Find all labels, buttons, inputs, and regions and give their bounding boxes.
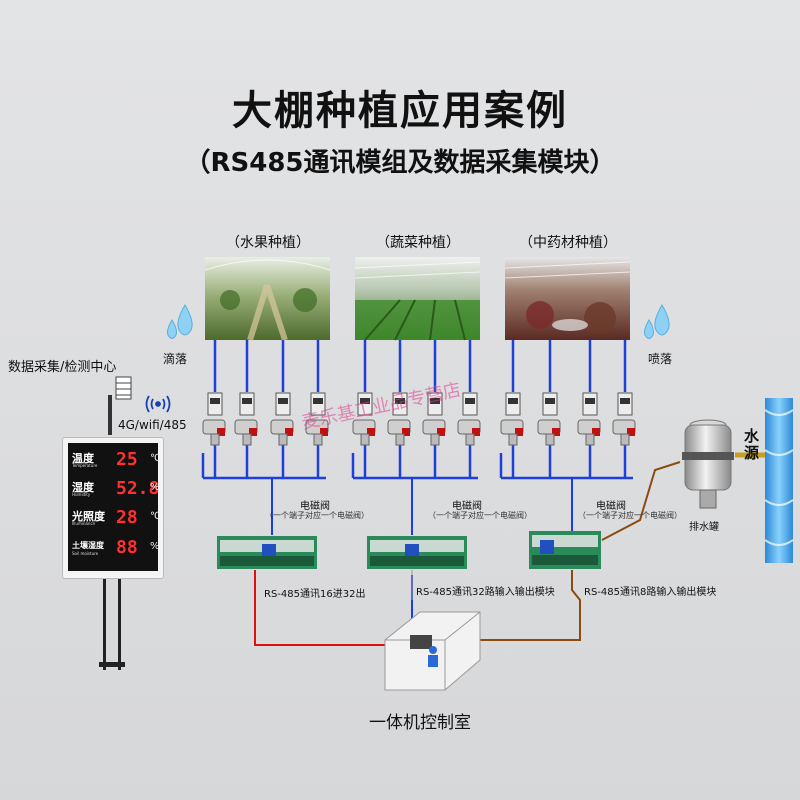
- display-row-unit: ℃: [150, 511, 162, 522]
- rs485-wire-red: [254, 570, 412, 646]
- solenoid-valve-icon: [577, 392, 601, 446]
- display-row-value: 25: [116, 449, 138, 470]
- rs485-wire-brown: [440, 461, 681, 641]
- io-module-16in-32out: [217, 536, 317, 569]
- solenoid-valve-icon: [387, 392, 411, 446]
- solenoid-valve-icon: [352, 392, 376, 446]
- valve-note-3: （一个端子对应一个电磁阀）: [578, 511, 682, 520]
- display-row-en: Humidity: [72, 492, 91, 497]
- display-row-illuminance: 光照度 Illuminance 28 ℃: [72, 505, 161, 531]
- sensor-display-panel: 温度 Temperature 25 ℃ 湿度 Humidity 52.8 % 光…: [62, 437, 164, 579]
- solenoid-valve-icon: [500, 392, 524, 446]
- greenhouse-label-fruit: （水果种植）: [226, 235, 310, 251]
- io-module-32ch: [367, 536, 467, 569]
- greenhouse-label-vegetable: （蔬菜种植）: [376, 235, 460, 251]
- display-row-label: 湿度: [72, 481, 94, 494]
- greenhouse-photo-fruit: [204, 257, 331, 341]
- pipe-manifold: [351, 453, 478, 480]
- module-label-3: RS-485通讯8路输入输出模块: [584, 587, 717, 598]
- display-row-label: 土壤湿度: [72, 541, 104, 550]
- pipe-manifold: [201, 453, 326, 480]
- valve-set: [202, 392, 636, 446]
- drain-tank-label: 排水罐: [689, 522, 719, 533]
- valve-label-3: 电磁阀: [596, 501, 626, 512]
- display-row-temperature: 温度 Temperature 25 ℃: [72, 447, 161, 473]
- wireless-label: 4G/wifi/485: [118, 418, 187, 432]
- monitoring-pole: [99, 395, 125, 670]
- solenoid-valve-icon: [202, 392, 226, 446]
- valve-label-2: 电磁阀: [452, 501, 482, 512]
- irrigation-pipes: [201, 340, 633, 480]
- drain-tank-icon: [682, 419, 734, 509]
- page-subtitle: （RS485通讯模组及数据采集模块）: [184, 148, 616, 178]
- display-row-label: 温度: [72, 452, 94, 465]
- control-room-illustration: [384, 611, 481, 691]
- sensor-stack-icon: [115, 376, 132, 400]
- display-row-en: Soil moisture: [72, 551, 99, 556]
- module-label-1: RS-485通讯16进32出: [264, 589, 366, 600]
- wireless-signal-icon: [145, 395, 171, 413]
- display-row-value: 52.8: [116, 478, 160, 499]
- data-center-label: 数据采集/检测中心: [8, 360, 117, 375]
- module-label-2: RS-485通讯32路输入输出模块: [416, 587, 555, 598]
- display-row-unit: %: [150, 482, 160, 493]
- water-source-label: 水源: [744, 427, 760, 462]
- water-drop-icon-left: [167, 304, 193, 339]
- display-row-value: 88: [116, 537, 138, 558]
- display-row-unit: %: [150, 541, 160, 552]
- greenhouse-label-herb: （中药材种植）: [519, 235, 617, 251]
- display-row-en: Illuminance: [72, 521, 96, 526]
- display-row-unit: ℃: [150, 453, 162, 464]
- valve-label-1: 电磁阀: [300, 501, 330, 512]
- control-room-label: 一体机控制室: [369, 713, 471, 733]
- display-row-humidity: 湿度 Humidity 52.8 %: [72, 476, 160, 502]
- display-row-soil-moisture: 土壤湿度 Soil moisture 88 %: [72, 535, 160, 561]
- display-row-label: 光照度: [72, 510, 105, 523]
- greenhouse-photo-herb: [504, 257, 631, 340]
- pipe-manifold: [499, 453, 633, 480]
- drip-label: 滴落: [163, 352, 188, 366]
- solenoid-valve-icon: [234, 392, 258, 446]
- valve-note-1: （一个端子对应一个电磁阀）: [265, 511, 369, 520]
- solenoid-valve-icon: [612, 392, 636, 446]
- greenhouse-photo-vegetable: [354, 257, 481, 341]
- solenoid-valve-icon: [537, 392, 561, 446]
- page-title: 大棚种植应用案例: [232, 88, 568, 134]
- solenoid-valve-icon: [422, 392, 446, 446]
- spray-label: 喷落: [648, 352, 673, 366]
- solenoid-valve-icon: [270, 392, 294, 446]
- display-row-value: 28: [116, 507, 138, 528]
- io-module-8ch: [529, 531, 601, 569]
- water-source-icon: [735, 398, 794, 563]
- display-row-en: Temperature: [72, 463, 98, 468]
- solenoid-valve-icon: [457, 392, 481, 446]
- water-drop-icon-right: [644, 304, 670, 339]
- valve-note-2: （一个端子对应一个电磁阀）: [428, 511, 532, 520]
- solenoid-valve-icon: [305, 392, 329, 446]
- display-screen: 温度 Temperature 25 ℃ 湿度 Humidity 52.8 % 光…: [68, 443, 161, 571]
